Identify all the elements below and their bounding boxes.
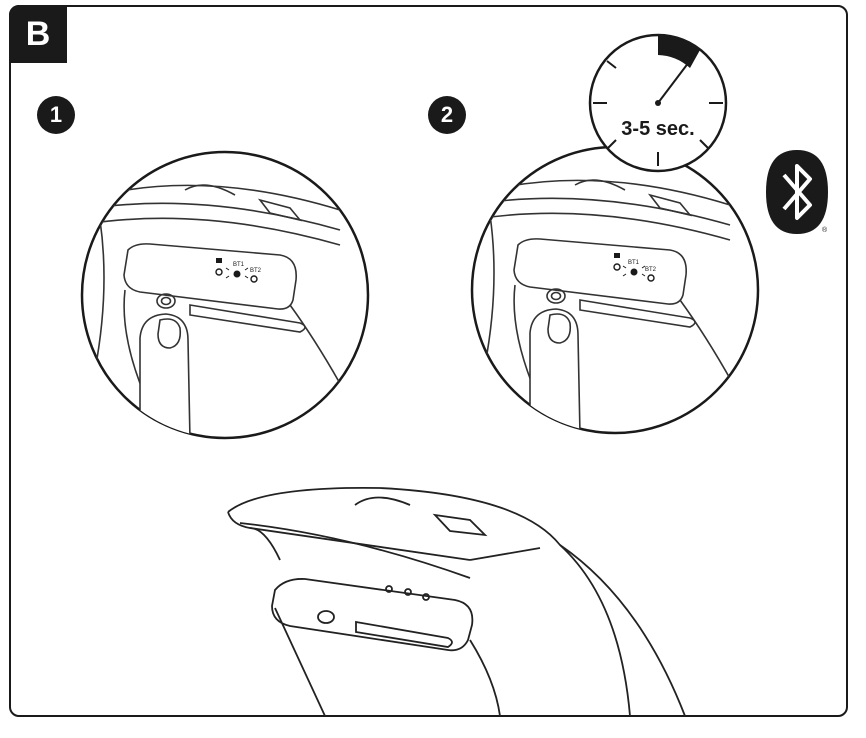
bt1-label-step2: BT1	[628, 260, 640, 266]
step-2-detail-circle: BT1 BT2	[470, 145, 760, 435]
instruction-panel-frame	[9, 5, 848, 717]
section-label: B	[9, 5, 67, 63]
bt2-label: BT2	[250, 268, 262, 274]
timer-label: 3-5 sec.	[621, 118, 694, 140]
step-1-detail-circle: BT1 BT2	[80, 150, 370, 440]
timer-clock: 3-5 sec.	[588, 33, 728, 173]
registered-mark: ®	[822, 226, 828, 234]
bluetooth-icon: ®	[766, 150, 828, 234]
mouse-illustration	[227, 486, 686, 717]
bt2-label-step2: BT2	[645, 267, 657, 273]
bt1-label: BT1	[233, 262, 245, 268]
step-1-badge: 1	[37, 96, 75, 134]
step-2-badge: 2	[428, 96, 466, 134]
